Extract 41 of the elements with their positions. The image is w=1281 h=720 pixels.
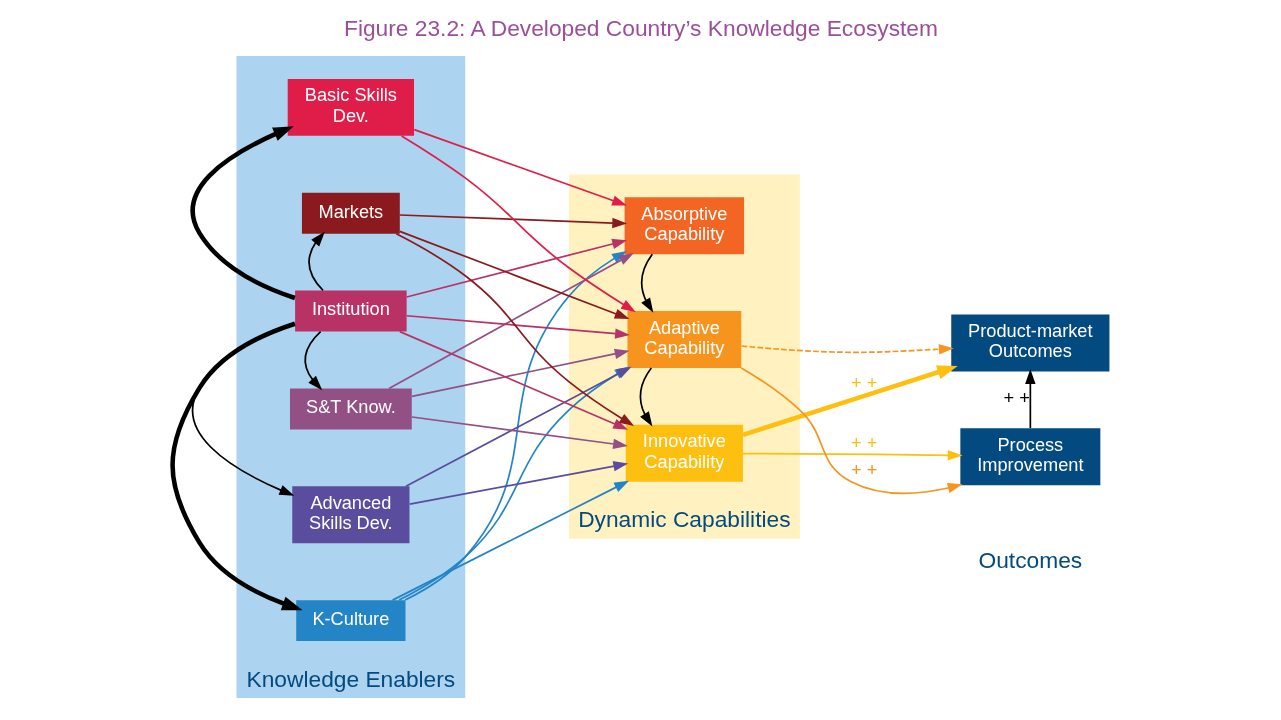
arrow: [405, 238, 627, 298]
edge-label: + +: [850, 459, 877, 480]
arrow: [403, 250, 627, 601]
node-box: K-Culture: [295, 600, 405, 642]
arrow: [741, 365, 958, 437]
arrow: [410, 416, 628, 450]
arrow: [740, 344, 954, 355]
arrow: [400, 135, 636, 313]
arrow: [412, 128, 627, 206]
arrow: [189, 126, 296, 301]
node-box: Advanced Skills Dev.: [291, 486, 409, 544]
node-box: Markets: [301, 192, 400, 234]
arrow: [191, 322, 296, 496]
node-box: Absorptive Capability: [624, 197, 744, 255]
edge-label: + +: [1003, 388, 1030, 409]
arrow: [387, 253, 634, 390]
label: Outcomes: [978, 547, 1082, 574]
arrow: [394, 233, 634, 427]
arrow: [398, 214, 627, 229]
arrow: [741, 450, 963, 461]
arrow: [398, 230, 630, 320]
arrow: [639, 367, 652, 427]
arrow: [1024, 369, 1036, 429]
node-box: Product-market Outcomes: [950, 314, 1109, 372]
arrow: [408, 461, 628, 505]
node-box: Process Improvement: [959, 428, 1100, 486]
diagram-title: Figure 23.2: A Developed Country’s Knowledge Ecosystem: [343, 14, 938, 41]
arrow: [303, 330, 322, 391]
edge-label: + +: [850, 432, 877, 453]
node-box: Basic Skills Dev.: [287, 78, 414, 136]
arrow: [307, 231, 325, 292]
node-box: Institution: [294, 290, 407, 332]
arrow: [640, 253, 653, 313]
arrow: [405, 314, 630, 339]
node-box: Adaptive Capability: [626, 311, 741, 368]
arrow: [169, 321, 303, 611]
arrow: [391, 480, 629, 601]
arrow: [739, 367, 963, 495]
node-box: Innovative Capability: [625, 424, 743, 482]
node-box: S&T Know.: [289, 388, 412, 430]
edge-label: + +: [850, 373, 877, 394]
